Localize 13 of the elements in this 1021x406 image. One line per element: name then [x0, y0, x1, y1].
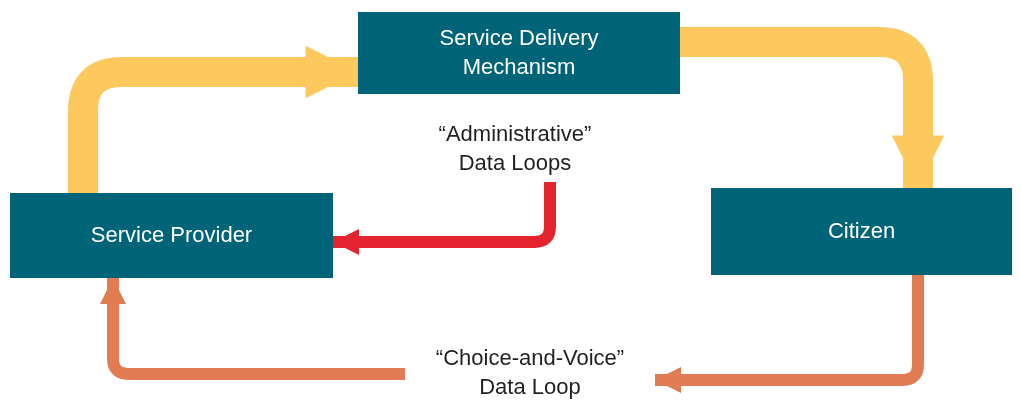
block-arrow: [100, 278, 405, 380]
process-box: [711, 188, 1012, 275]
box-label: “Choice-and-Voice” Data Loop: [435, 344, 625, 401]
block-arrow: [68, 45, 358, 193]
box-label: Service Provider: [90, 221, 253, 250]
process-box: [10, 193, 333, 278]
block-arrow: [655, 275, 924, 393]
block-arrow: [333, 182, 556, 255]
box-label: Service Delivery Mechanism: [438, 24, 600, 81]
box-label: Citizen: [827, 217, 896, 246]
process-box: [358, 12, 680, 94]
box-label: “Administrative” Data Loops: [437, 120, 593, 177]
block-arrow: [680, 27, 945, 188]
